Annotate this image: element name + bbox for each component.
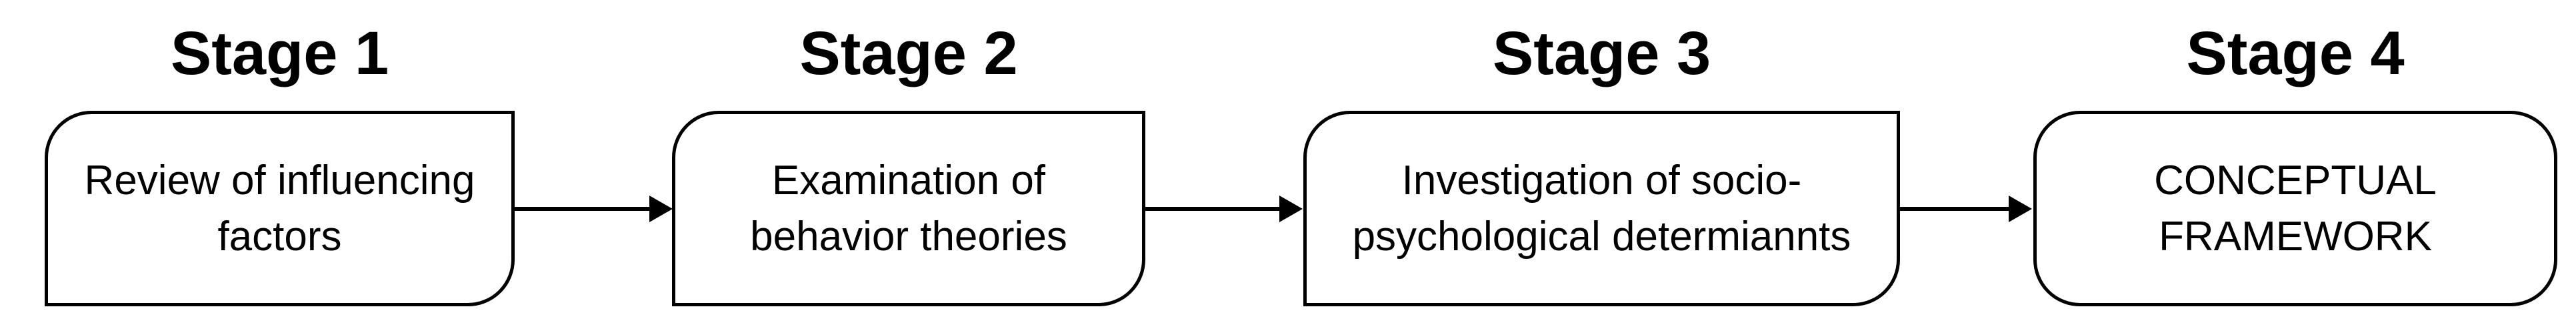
stage-2-box: Examination of behavior theories: [672, 111, 1145, 306]
stage-3-label: Investigation of socio- psychological de…: [1352, 157, 1851, 260]
stage-2-label: Examination of behavior theories: [750, 157, 1067, 260]
arrow-2-right-arrowhead-icon: [1279, 196, 1303, 222]
stage-1-label: Review of influencing factors: [84, 157, 475, 260]
stage-3-title: Stage 3: [1492, 19, 1711, 87]
stage-4-title: Stage 4: [2186, 19, 2405, 87]
stage-1-title: Stage 1: [170, 19, 389, 87]
arrow-2-line: [1145, 207, 1279, 211]
arrow-3-line: [1900, 207, 2009, 211]
arrow-3-right-arrowhead-icon: [2009, 196, 2032, 222]
arrow-1-line: [515, 207, 649, 211]
stage-4-label: CONCEPTUAL FRAMEWORK: [2154, 157, 2437, 260]
stage-2-title: Stage 2: [799, 19, 1018, 87]
arrow-1-right-arrowhead-icon: [649, 196, 673, 222]
stage-1-box: Review of influencing factors: [45, 111, 515, 306]
stage-4-box: CONCEPTUAL FRAMEWORK: [2033, 111, 2557, 306]
stage-3-box: Investigation of socio- psychological de…: [1303, 111, 1900, 306]
